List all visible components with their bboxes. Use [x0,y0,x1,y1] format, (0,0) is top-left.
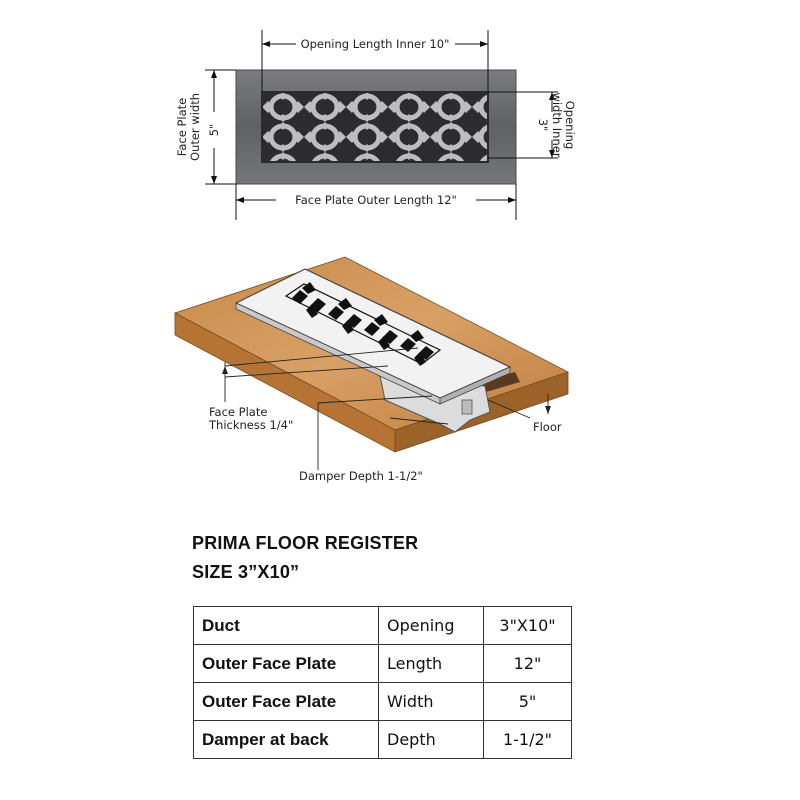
outer-width-label-line1: Face Plate [175,98,189,156]
value-cell: 5" [483,682,572,721]
product-size: SIZE 3”X10” [192,562,300,582]
damper-depth-label: Damper Depth 1-1/2" [299,469,423,483]
opening-width-label-line2: width Inner [550,92,564,157]
outer-width-dimension [205,69,236,185]
floor-dimension [487,394,551,419]
value-cell: 3"X10" [483,606,572,645]
part-cell: Damper at back [193,720,379,759]
outer-width-labels: Face Plate Outer width [175,93,202,161]
opening-length-label: Opening Length Inner 10" [301,37,450,51]
part-cell: Outer Face Plate [193,644,379,683]
spec-table: Duct Opening 3"X10" Outer Face Plate Len… [193,606,572,759]
opening-width-value: 3" [536,119,550,132]
outer-width-value: 5" [207,124,221,137]
outer-length-dimension [235,184,517,220]
floor-label: Floor [533,420,562,434]
value-cell: 1-1/2" [483,720,572,759]
dimension-cell: Opening [378,606,484,645]
opening-width-labels: Opening width Inner [550,92,577,157]
part-cell: Outer Face Plate [193,682,379,721]
register-plate-edge-side [439,366,511,405]
product-title: PRIMA FLOOR REGISTER [192,533,419,553]
table-row: Outer Face Plate Length 12" [193,644,572,683]
opening-length-dimension [261,30,489,92]
opening-width-dimension [488,91,558,159]
dimension-cell: Depth [378,720,484,759]
dimension-cell: Length [378,644,484,683]
dimension-cell: Width [378,682,484,721]
thickness-label-line2: Thickness 1/4" [208,418,293,432]
table-row: Outer Face Plate Width 5" [193,682,572,721]
part-cell: Duct [193,606,379,645]
register-grille-outline [284,283,442,365]
table-row: Damper at back Depth 1-1/2" [193,720,572,759]
diagram-area: Opening Length Inner 10" Face Plate Oute… [173,30,577,483]
register-diagram: Opening Length Inner 10" Face Plate Oute… [173,30,577,483]
opening-width-label-line1: Opening [563,101,577,150]
damper-lever [461,399,473,415]
table-row: Duct Opening 3"X10" [193,606,572,645]
outer-width-label-line2: Outer width [188,93,202,161]
outer-length-label: Face Plate Outer Length 12" [295,193,457,207]
thickness-dimension [222,347,449,470]
thickness-label-line1: Face Plate [209,405,267,419]
value-cell: 12" [483,644,572,683]
grille-opening [261,91,489,163]
